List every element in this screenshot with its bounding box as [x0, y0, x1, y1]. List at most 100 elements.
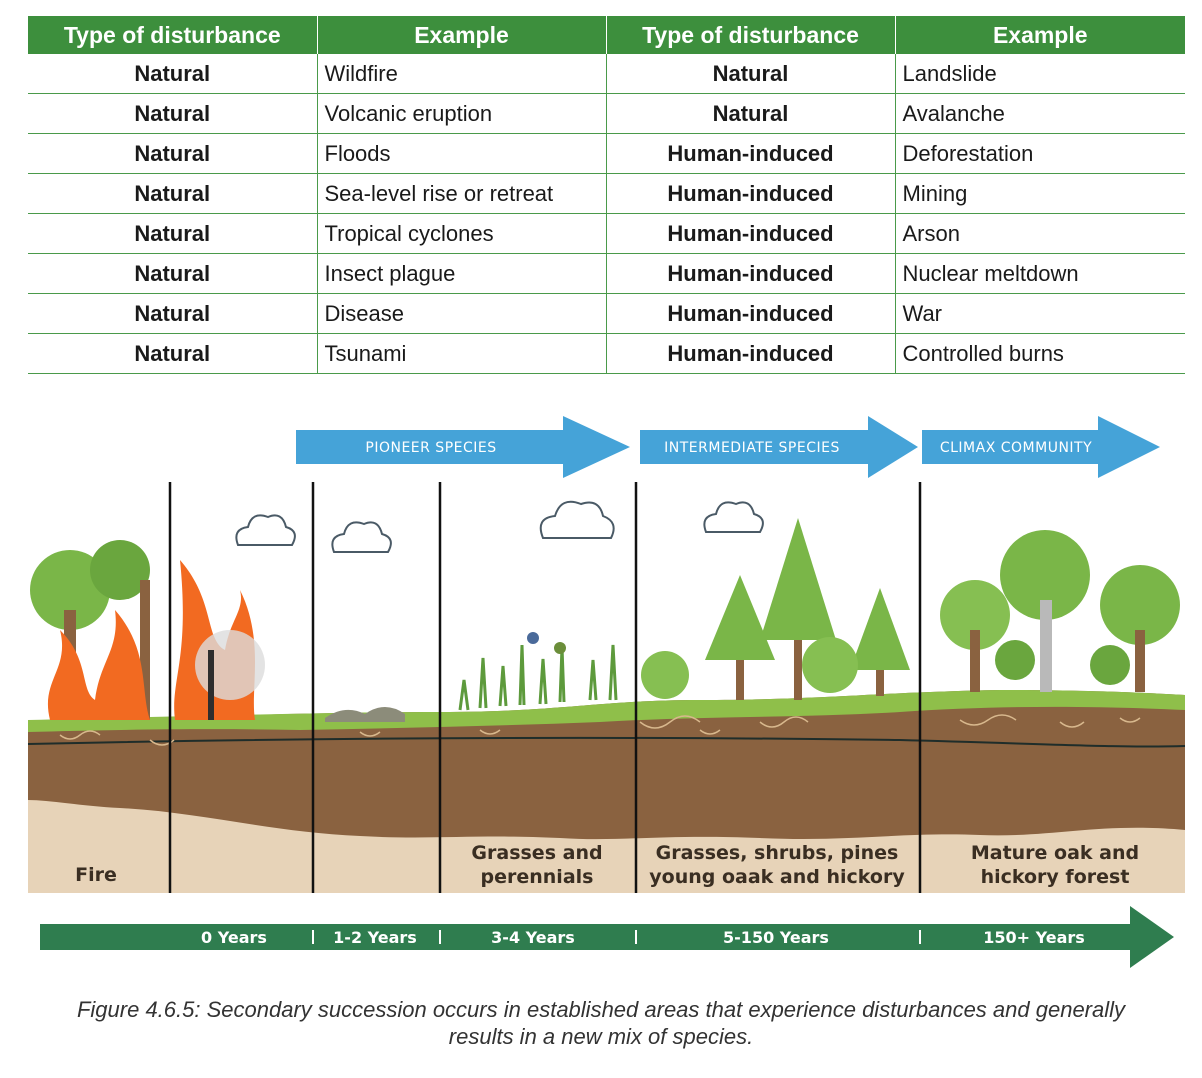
- soil-line: [27, 736, 1186, 748]
- intermediate-trees: [641, 518, 910, 700]
- disturbance-type-cell: Natural: [28, 133, 317, 174]
- timeline-arrow: [40, 906, 1174, 968]
- stage-label-grasses-line1: Grasses and: [471, 842, 602, 864]
- column-header-type-left: Type of disturbance: [28, 16, 317, 54]
- smoke-icon: [195, 630, 265, 700]
- disturbance-example-cell: Volcanic eruption: [316, 93, 606, 134]
- oak-tree-icon: [1100, 565, 1180, 645]
- caption-line-2: results in a new mix of species.: [448, 1024, 754, 1049]
- rubble-icon: [325, 707, 405, 722]
- disturbance-type-cell: Natural: [28, 213, 317, 254]
- climax-arrow: [922, 416, 1160, 478]
- disturbance-example-cell: Arson: [894, 213, 1185, 254]
- table-header-row: Type of disturbance Example Type of dist…: [28, 16, 1185, 54]
- flower-icon: [527, 632, 539, 644]
- shrub-icon: [1090, 645, 1130, 685]
- tree-trunk: [1135, 630, 1145, 692]
- disturbance-type-cell: Natural: [28, 54, 317, 94]
- cloud-icon: [539, 500, 615, 539]
- disturbance-example-cell: Mining: [894, 173, 1185, 214]
- tree-trunk: [736, 660, 744, 700]
- tree-icon: [90, 540, 150, 600]
- disturbance-example-cell: Insect plague: [316, 253, 606, 294]
- fire-scene: [30, 540, 265, 720]
- timeline: 0 Years 1-2 Years 3-4 Years 5-150 Years …: [40, 906, 1174, 968]
- disturbance-type-cell: Human-induced: [605, 133, 895, 174]
- cloud-icon: [703, 501, 764, 533]
- oak-tree-icon: [1000, 530, 1090, 620]
- pine-tree-icon: [705, 575, 775, 660]
- disturbance-type-cell: Natural: [605, 54, 895, 94]
- tree-trunk: [970, 630, 980, 692]
- disturbance-type-cell: Natural: [28, 293, 317, 334]
- disturbance-type-cell: Human-induced: [605, 333, 895, 374]
- stage-label-shrubs-line1: Grasses, shrubs, pines: [656, 842, 899, 864]
- pine-tree-icon: [850, 588, 910, 670]
- tree-trunk: [794, 640, 802, 700]
- shrub-icon: [641, 651, 689, 699]
- column-header-type-right: Type of disturbance: [605, 16, 895, 54]
- disturbance-type-cell: Natural: [605, 93, 895, 134]
- grass-icon: [458, 644, 618, 711]
- disturbance-example-cell: Wildfire: [316, 54, 606, 94]
- disturbance-example-cell: Avalanche: [894, 93, 1185, 134]
- timeline-label: 5-150 Years: [723, 928, 829, 947]
- stage-arrows: PIONEER SPECIES INTERMEDIATE SPECIES CLI…: [296, 416, 1160, 478]
- figure-caption: Figure 4.6.5: Secondary succession occur…: [40, 996, 1162, 1050]
- pioneer-arrow: [296, 416, 630, 478]
- oak-tree-icon: [940, 580, 1010, 650]
- disturbance-table: Type of disturbance Example Type of dist…: [28, 16, 1185, 374]
- disturbance-example-cell: Sea-level rise or retreat: [316, 173, 606, 214]
- caption-line-1: Figure 4.6.5: Secondary succession occur…: [76, 997, 1126, 1022]
- disturbance-type-cell: Human-induced: [605, 213, 895, 254]
- shrub-icon: [995, 640, 1035, 680]
- flower-icon: [554, 642, 566, 654]
- pine-tree-icon: [760, 518, 836, 640]
- intermediate-arrow: [640, 416, 918, 478]
- disturbance-type-cell: Natural: [28, 173, 317, 214]
- timeline-label: 0 Years: [201, 928, 267, 947]
- stage-label-forest-line2: hickory forest: [981, 866, 1130, 888]
- tree-trunk: [140, 580, 150, 720]
- stage-label-fire: Fire: [75, 864, 117, 886]
- soil-layers: [27, 690, 1186, 893]
- stage-label-forest-line1: Mature oak and: [971, 842, 1139, 864]
- pioneer-label: PIONEER SPECIES: [365, 440, 496, 456]
- disturbance-example-cell: Controlled burns: [894, 333, 1185, 374]
- stage-label-shrubs-line2: young oaak and hickory: [649, 866, 905, 888]
- disturbance-example-cell: Nuclear meltdown: [894, 253, 1185, 294]
- intermediate-label: INTERMEDIATE SPECIES: [664, 440, 840, 456]
- clouds: [235, 500, 764, 553]
- tree-trunk: [1040, 600, 1052, 692]
- tree-trunk: [876, 670, 884, 696]
- disturbance-example-cell: War: [894, 293, 1185, 334]
- disturbance-example-cell: Tropical cyclones: [316, 213, 606, 254]
- disturbance-type-cell: Natural: [28, 253, 317, 294]
- disturbance-type-cell: Natural: [28, 333, 317, 374]
- grass-band: [28, 690, 1185, 732]
- stage-labels: Fire Grasses and perennials Grasses, shr…: [75, 842, 1139, 888]
- climax-forest: [940, 530, 1180, 692]
- cloud-icon: [235, 514, 296, 546]
- climax-label: CLIMAX COMMUNITY: [940, 440, 1092, 456]
- disturbance-example-cell: Floods: [316, 133, 606, 174]
- timeline-label: 3-4 Years: [491, 928, 575, 947]
- disturbance-example-cell: Tsunami: [316, 333, 606, 374]
- timeline-label: 1-2 Years: [333, 928, 417, 947]
- disturbance-type-cell: Natural: [28, 93, 317, 134]
- column-header-example-right: Example: [894, 16, 1185, 54]
- timeline-label: 150+ Years: [983, 928, 1085, 947]
- succession-diagram: PIONEER SPECIES INTERMEDIATE SPECIES CLI…: [27, 416, 1186, 968]
- disturbance-type-cell: Human-induced: [605, 173, 895, 214]
- disturbance-type-cell: Human-induced: [605, 293, 895, 334]
- flame-icon: [47, 610, 150, 720]
- shrub-icon: [802, 637, 858, 693]
- burnt-trunk: [208, 650, 214, 720]
